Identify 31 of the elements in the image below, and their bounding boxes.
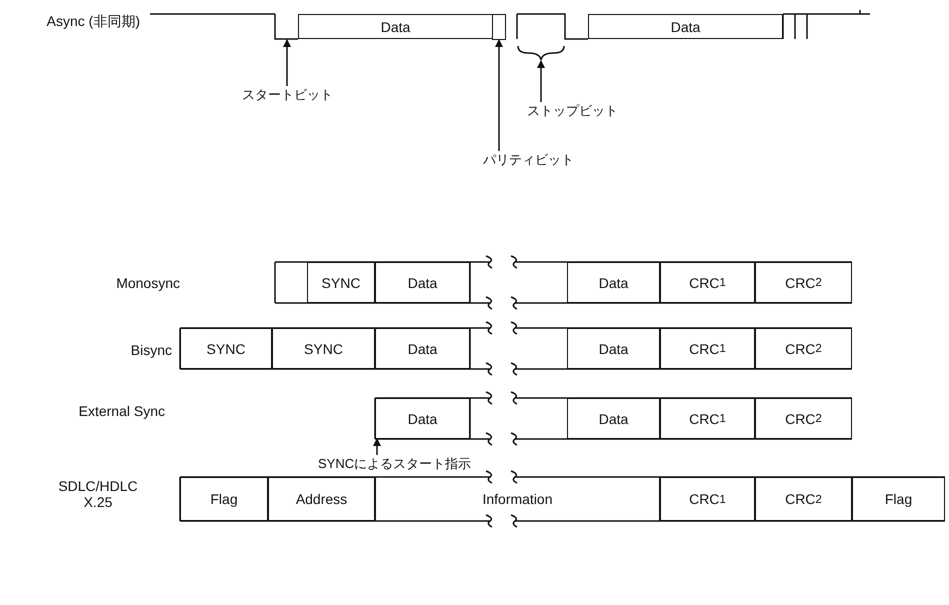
field-box: Data [298,14,493,39]
row-label: Monosync [115,275,180,291]
field-box: Data [567,262,660,303]
annotation-text: スタートビット [242,86,333,104]
field-box: Flag [852,477,945,521]
arrow [537,60,545,102]
field-box: Flag [180,477,268,521]
annotation-text: SYNCによるスタート指示 [318,455,472,473]
brace [516,44,566,61]
start-bit-pulse [274,13,299,40]
arrow [373,438,381,455]
field-box: SYNC [272,328,375,369]
field-box: SYNC [307,262,375,303]
field-box: Address [268,477,375,521]
row-label: External Sync [78,403,165,419]
field-box: Data [375,262,470,303]
field-box: Data [375,398,470,439]
arrow [283,39,291,86]
annotation-text: パリティビット [483,151,574,169]
parity-bit-cell [492,14,506,40]
arrow [495,39,503,151]
field-box: Data [567,398,660,439]
annotation-text: ストップビット [527,102,618,120]
field-box: SYNC [180,328,272,369]
field-box: Information [375,477,660,521]
field-box: Data [588,14,783,39]
field-box: Data [567,328,660,369]
row-label: Bisync [130,342,172,358]
field-box: Data [375,328,470,369]
row-label: Async (非同期) [46,13,140,31]
row-label: SDLC/HDLC X.25 [57,478,139,510]
